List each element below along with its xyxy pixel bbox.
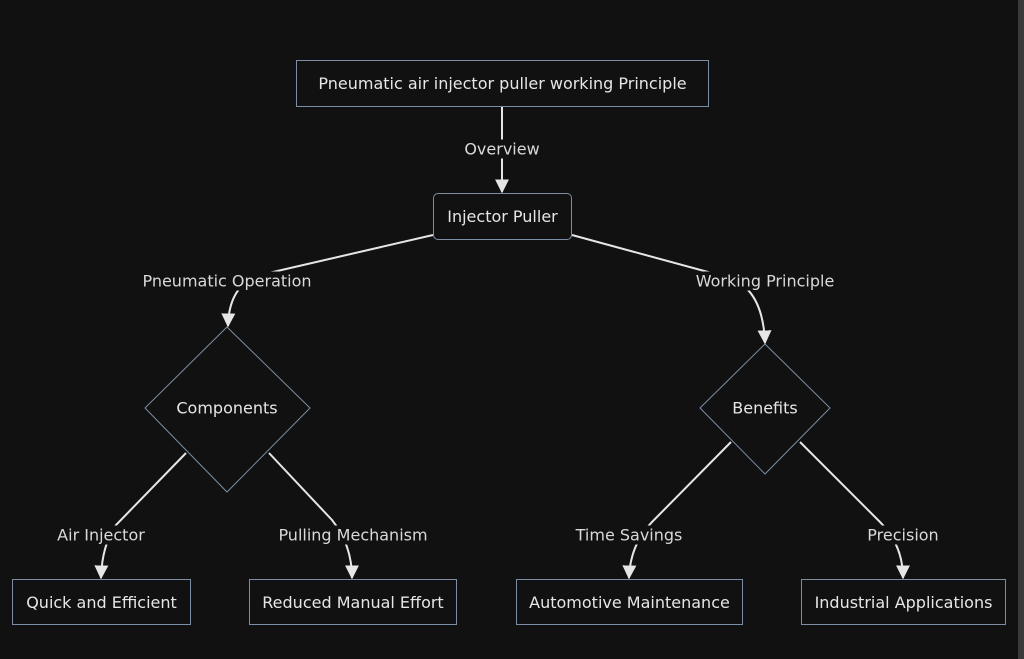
- node-injector-puller: Injector Puller: [433, 193, 572, 240]
- edge-label-pulling-mechanism: Pulling Mechanism: [276, 525, 430, 545]
- edge-air-injector-line: [94, 452, 187, 580]
- node-root: Pneumatic air injector puller working Pr…: [296, 60, 709, 107]
- edge-pulling-line: [268, 452, 359, 580]
- edge-label-overview: Overview: [462, 139, 542, 159]
- node-industrial-applications-label: Industrial Applications: [814, 592, 993, 612]
- node-reduced-manual-effort-label: Reduced Manual Effort: [262, 592, 444, 612]
- node-quick-and-efficient: Quick and Efficient: [12, 579, 191, 625]
- edge-label-time-savings: Time Savings: [573, 525, 685, 545]
- node-automotive-maintenance-label: Automotive Maintenance: [529, 592, 730, 612]
- window-edge: [1018, 0, 1024, 659]
- diamond-components-shape: [144, 326, 311, 493]
- node-reduced-manual-effort: Reduced Manual Effort: [249, 579, 457, 625]
- node-root-label: Pneumatic air injector puller working Pr…: [318, 74, 687, 93]
- edge-time-savings-line: [622, 441, 732, 580]
- node-industrial-applications: Industrial Applications: [801, 579, 1006, 625]
- edge-label-pneumatic-operation: Pneumatic Operation: [140, 271, 314, 291]
- node-benefits-label: Benefits: [732, 398, 798, 418]
- node-components-label: Components: [176, 398, 278, 418]
- node-automotive-maintenance: Automotive Maintenance: [516, 579, 743, 625]
- edge-label-working-principle: Working Principle: [693, 271, 837, 291]
- edge-label-precision: Precision: [865, 525, 941, 545]
- node-quick-and-efficient-label: Quick and Efficient: [26, 592, 177, 612]
- node-injector-puller-label: Injector Puller: [447, 207, 558, 226]
- diamond-benefits-shape: [699, 343, 831, 475]
- edge-precision-line: [799, 441, 910, 580]
- edge-label-air-injector: Air Injector: [55, 525, 147, 545]
